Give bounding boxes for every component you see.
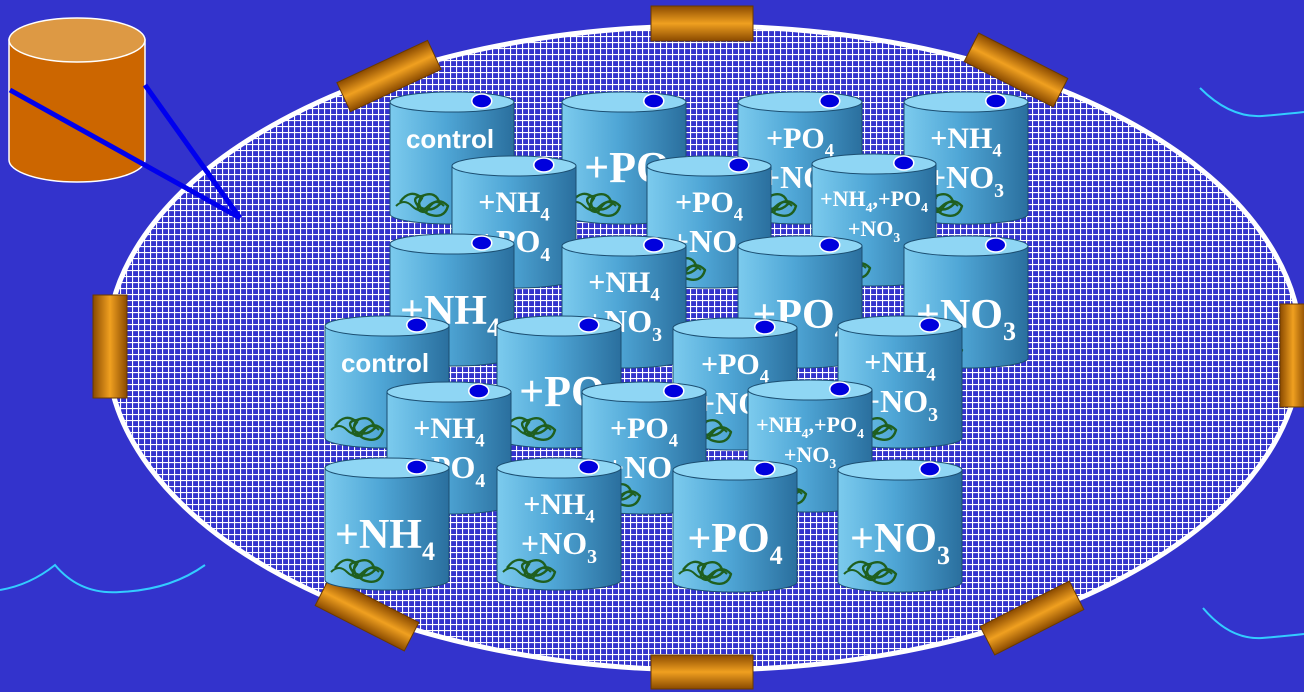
float-buoy-icon (92, 294, 128, 399)
wave-icon (0, 563, 206, 594)
tank-label-po4: +PO4 (610, 412, 678, 451)
tank-label-nh4: +NH4 (335, 512, 435, 566)
reference-tank (8, 17, 243, 221)
marker-dot (471, 235, 493, 251)
float-buoy-icon (314, 576, 420, 652)
marker-dot (893, 155, 915, 171)
tank-label-control: control (341, 348, 429, 378)
wave-icon (1199, 87, 1304, 118)
tank-control: control (389, 91, 515, 225)
marker-dot (829, 381, 851, 397)
marker-dot (578, 459, 600, 475)
float-buoy-icon (650, 654, 754, 690)
tank-label-nh4: +NH4 (588, 266, 659, 305)
tank-label-no3: +NO3 (848, 216, 901, 245)
tank-nh4_no3: +NH4+NO3 (496, 457, 622, 591)
marker-dot (754, 461, 776, 477)
tank-label-no3: +NO3 (862, 383, 938, 426)
seaweed-icon (395, 192, 450, 217)
leader-line (8, 87, 242, 221)
marker-dot (468, 383, 490, 399)
tank-label-no3: +NO3 (928, 159, 1004, 202)
marker-dot (406, 459, 428, 475)
tank-label-no3: +NO3 (521, 525, 597, 568)
tank-array: control+PO4+PO4+NO3+NH4+NO3+NH4+PO4+PO4+… (324, 91, 1029, 593)
tank-label-nh4: +NH4 (930, 122, 1001, 161)
marker-dot (985, 93, 1007, 109)
tank-label-nh4: +NH4 (523, 488, 594, 527)
marker-dot (728, 157, 750, 173)
tank-label-nh4: +NH4 (478, 186, 549, 225)
leader-line (142, 83, 243, 220)
seaweed-icon (330, 416, 385, 441)
seaweed-icon (678, 560, 733, 585)
tank-label-no3: +NO3 (784, 442, 837, 471)
tank-label-po4: +PO4 (687, 516, 782, 570)
tank-label-nh4: +NH4 (413, 412, 484, 451)
float-buoy-icon (1279, 303, 1304, 408)
tank-label-no3: +NO3 (850, 516, 950, 570)
seaweed-icon (502, 558, 557, 583)
float-buoy-icon (963, 32, 1069, 108)
seaweed-icon (843, 560, 898, 585)
tank-label-po4: +PO4 (766, 122, 834, 161)
waves (0, 87, 1304, 640)
tank-label-mix: +NH4,+PO4 (756, 412, 864, 441)
marker-dot (985, 237, 1007, 253)
tank-po4: +PO4 (672, 459, 798, 593)
marker-dot (406, 317, 428, 333)
float-buoy-icon (336, 39, 442, 113)
marker-dot (663, 383, 685, 399)
floats (92, 5, 1304, 690)
marker-dot (919, 461, 941, 477)
marker-dot (471, 93, 493, 109)
tank-label-po4: +PO4 (701, 348, 769, 387)
tank-label-control: control (406, 124, 494, 154)
tank-no3: +NO3 (837, 459, 963, 593)
tank-po4_big: +PO4 (561, 91, 687, 225)
marker-dot (533, 157, 555, 173)
tank-po4: +PO4 (737, 235, 863, 369)
marker-dot (578, 317, 600, 333)
tank-label-mix: +NH4,+PO4 (820, 186, 928, 215)
marker-dot (819, 237, 841, 253)
float-buoy-icon (979, 580, 1085, 656)
seaweed-icon (330, 558, 385, 583)
marker-dot (819, 93, 841, 109)
marker-dot (643, 237, 665, 253)
marker-dot (919, 317, 941, 333)
marker-dot (643, 93, 665, 109)
marker-dot (754, 319, 776, 335)
wave-icon (1202, 607, 1304, 640)
tank-label-po4: +PO4 (675, 186, 743, 225)
float-buoy-icon (650, 5, 754, 42)
tank-label-nh4: +NH4 (864, 346, 935, 385)
tank-nh4: +NH4 (324, 457, 450, 591)
